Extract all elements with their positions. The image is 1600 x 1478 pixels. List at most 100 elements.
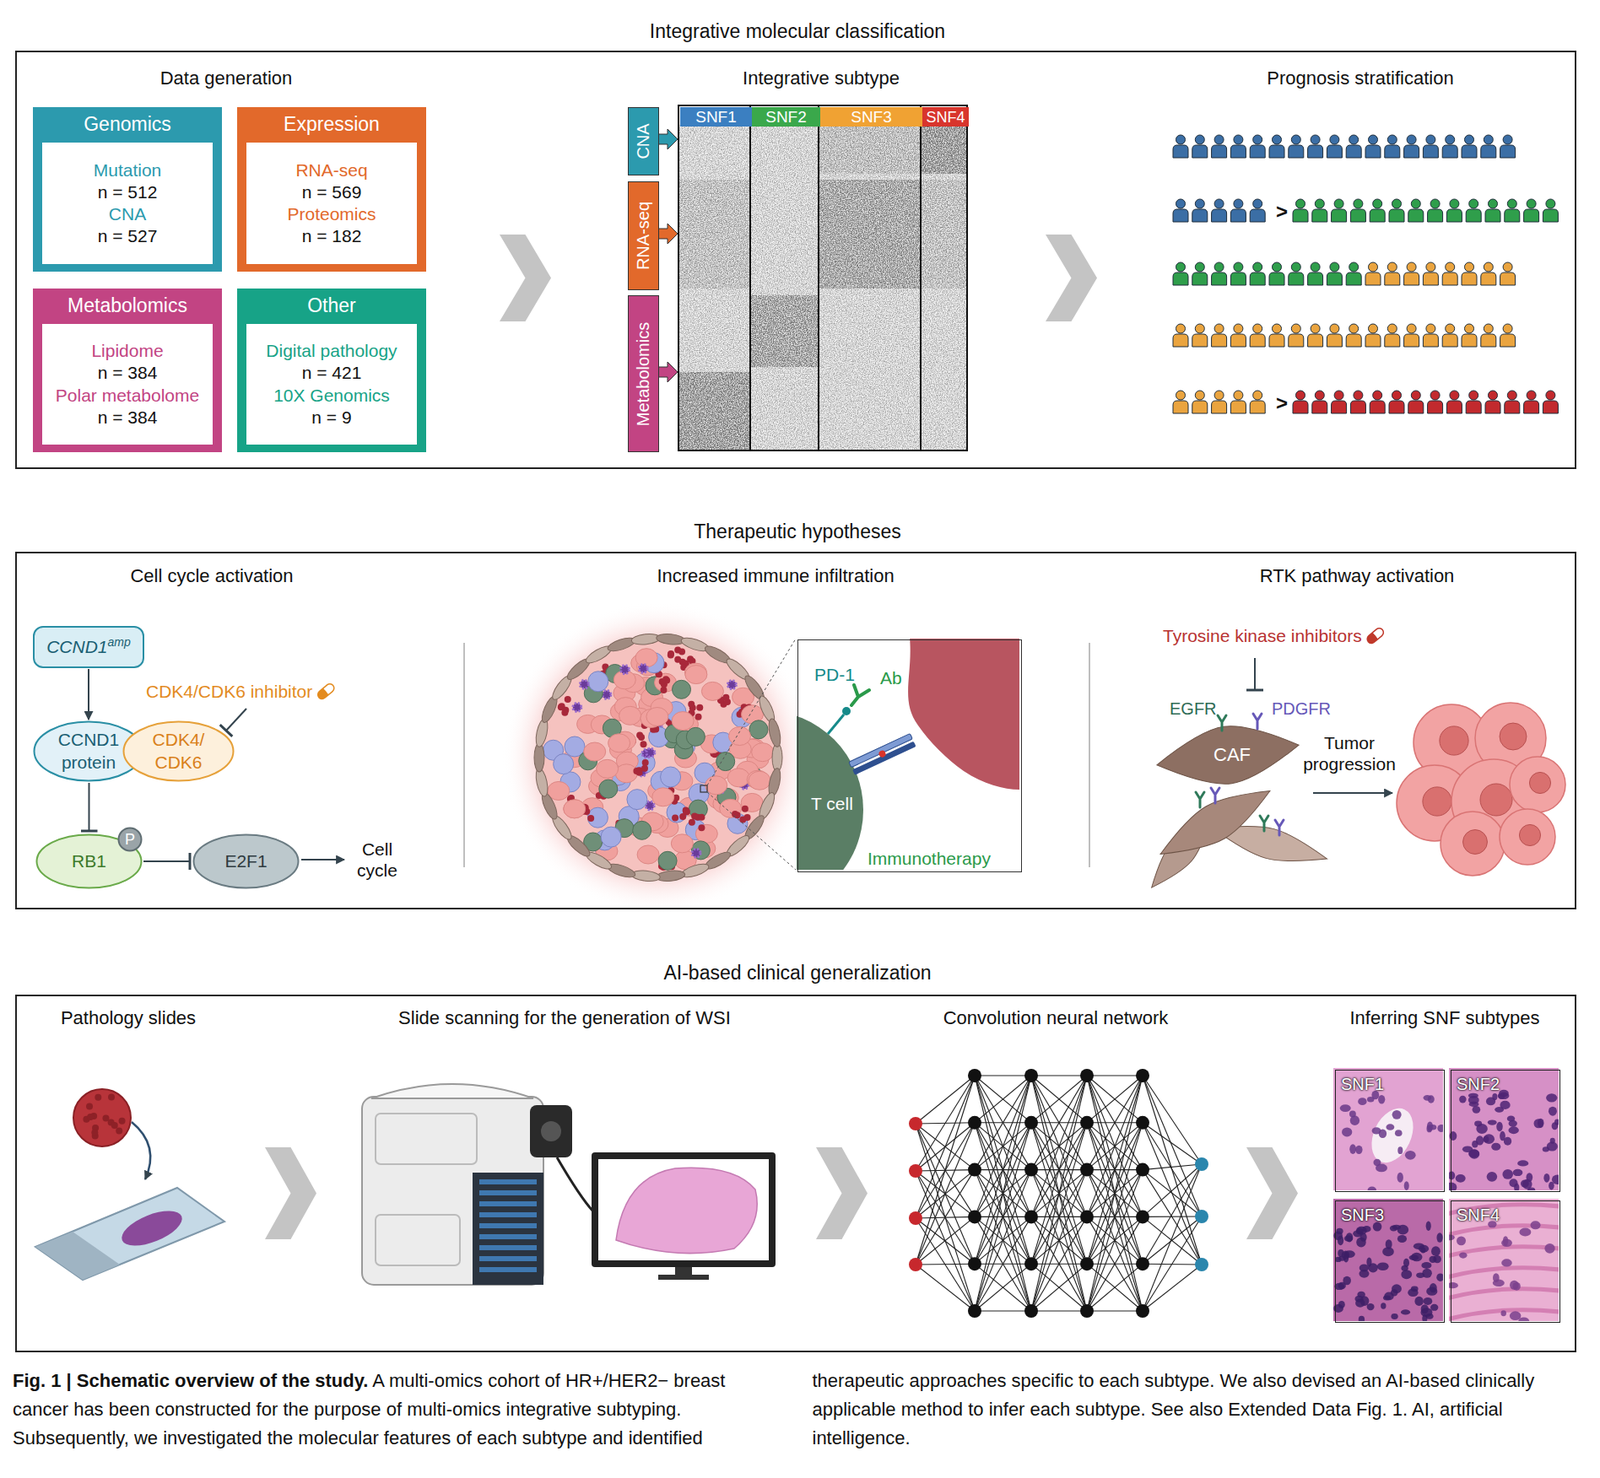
cell-nucleus [1418,1245,1429,1254]
node-text: SNF2 [765,108,807,125]
cell-nucleus [1397,1235,1407,1244]
patient-icon [1269,334,1285,347]
cell-nucleus [1334,1283,1345,1291]
scanner-panel [375,1113,477,1165]
inset-art [796,638,1020,871]
text-label: SNF4 [1456,1205,1500,1226]
red-cell [659,686,667,694]
network-node [1080,1116,1094,1130]
network-link [1086,1123,1143,1312]
patient-icon [1292,209,1309,222]
data-count-box: Digital pathologyn = 42110X Genomicsn = … [246,324,417,445]
network-link [1142,1264,1202,1312]
patient-icon [1445,262,1455,272]
text-label: Metabolomics [32,294,222,319]
red-cell [741,805,749,813]
dendritic-cell [620,665,629,675]
network-node [1080,1304,1094,1319]
heatmap-block [678,179,751,289]
network-link [1031,1075,1087,1171]
flow-chevron [1045,234,1098,322]
patient-icon [1211,209,1228,222]
immune-cell [749,720,768,740]
input-arrow [658,129,678,150]
network-link [1086,1075,1143,1265]
text-label: AI-based clinical generalization [16,962,1579,986]
text-block: RNA-seqn = 569Proteomicsn = 182 [246,142,417,265]
network-node [967,1069,982,1083]
zoom-line [707,638,796,786]
scanner-slot [479,1212,537,1218]
cell-nucleus [1548,1107,1557,1117]
node-text: n = 9 [311,406,352,429]
tumor-cell [685,665,708,685]
network-node [967,1257,982,1271]
patient-icon [1483,324,1493,334]
text-label: EGFR [1169,698,1217,719]
tissue-dot [94,1094,102,1102]
cell-nucleus [1491,1143,1501,1152]
cell-nucleus [1367,1263,1379,1273]
nucleus [1499,723,1527,751]
red-cell [688,819,696,827]
panel-frame: Integrative molecular classificationGeno… [15,50,1577,470]
patient-icon [1176,324,1186,334]
patient-icon [1542,400,1558,414]
network-link [1142,1075,1202,1165]
red-cell [667,651,675,659]
patient-icon [1481,145,1497,158]
cell-nucleus [1354,1296,1363,1303]
patient-icon [1504,209,1520,222]
tumor-cells [543,646,774,871]
cell-nucleus [1475,1124,1488,1135]
monitor-stand [675,1267,692,1276]
network-link [1086,1264,1143,1312]
heatmap-block [818,179,921,289]
network-link [974,1075,1032,1217]
cell-nucleus [1342,1276,1352,1287]
histology-tile: SNF2 [1450,1070,1561,1193]
subtype-band: SNF1 [680,107,752,127]
patient-icon [1353,199,1363,209]
patient-icon [1214,324,1224,334]
data-count-box: Lipidomen = 384Polar metabolomen = 384 [42,324,213,445]
scanner-slot [479,1179,537,1185]
patient-icon [1172,334,1189,347]
cell-nucleus [1378,1095,1385,1105]
patient-icon [1192,209,1208,222]
network-node [1024,1304,1038,1319]
patient-icon [1461,272,1477,286]
drug-pill [1365,627,1385,646]
patient-icon [1326,145,1342,158]
patient-icon [1312,209,1328,222]
glass-slide [35,1188,225,1281]
text-label: SNF3 [1340,1205,1384,1226]
tile-ground [1448,1199,1559,1322]
cell-nucleus [1392,1225,1401,1231]
cell-nucleus [1375,1163,1388,1173]
network-link [974,1075,1032,1265]
patient-icon [1308,272,1324,286]
network-node [1135,1210,1150,1224]
node-text: n = 527 [97,225,158,248]
patient-icon [1296,390,1306,400]
cell-nucleus [1367,1303,1375,1311]
cell-nucleus [1533,1118,1543,1129]
patient-icon [1314,390,1325,400]
patient-icon [1176,199,1186,209]
tumor-cell [727,768,750,788]
category-box: MetabolomicsLipidomen = 384Polar metabol… [32,288,222,453]
text-label: SNF1 [1340,1074,1384,1095]
cell-nucleus [1403,1259,1410,1268]
gene-text: amp [108,635,131,649]
tissue-dot [86,1113,94,1121]
network-node [908,1117,923,1131]
network-node [967,1210,982,1224]
histology-image [1333,1199,1444,1322]
network-link [974,1123,1032,1312]
tumor-cell [1499,809,1556,865]
scanner-slot [479,1256,537,1262]
ellipse-shape [194,835,299,889]
dendritic-cell [638,664,648,673]
tumor-cell [608,734,631,753]
